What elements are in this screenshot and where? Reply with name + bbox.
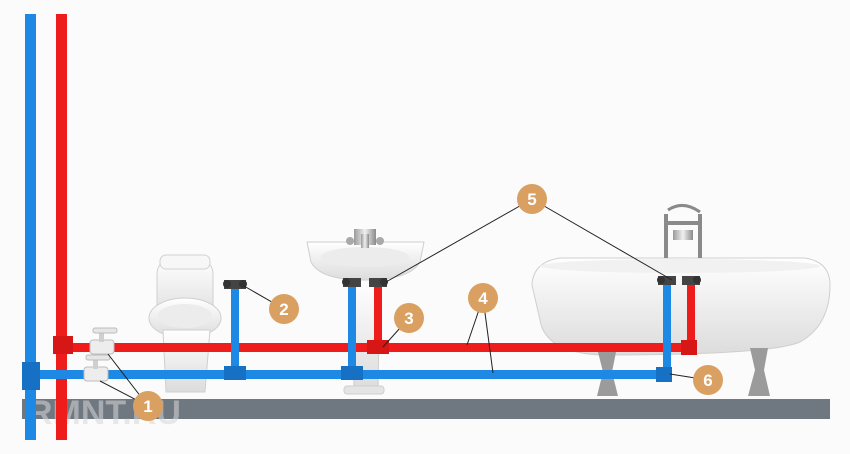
svg-text:4: 4 bbox=[478, 289, 488, 308]
svg-text:1: 1 bbox=[143, 397, 152, 416]
svg-text:5: 5 bbox=[527, 190, 536, 209]
sink-icon bbox=[306, 229, 425, 395]
callout-1: 1 bbox=[133, 391, 163, 421]
cold-tee-fitting bbox=[22, 362, 40, 390]
callout-4: 4 bbox=[468, 283, 498, 313]
cold-riser bbox=[25, 14, 36, 440]
toilet-connector-icon bbox=[223, 280, 247, 289]
bathtub-icon bbox=[531, 204, 831, 396]
hot-corner-fitting bbox=[53, 336, 73, 354]
bath-connectors-icon bbox=[657, 276, 701, 285]
sink-hot-branch bbox=[374, 285, 382, 347]
sink-cold-branch bbox=[348, 285, 356, 375]
valve-icon bbox=[89, 327, 118, 355]
bath-cold-elbow bbox=[656, 367, 672, 382]
floor-slab bbox=[22, 399, 830, 419]
valve-icon-cold bbox=[83, 354, 111, 382]
svg-text:3: 3 bbox=[404, 309, 413, 328]
svg-text:2: 2 bbox=[279, 300, 288, 319]
toilet-tee bbox=[224, 366, 246, 380]
svg-text:6: 6 bbox=[703, 371, 712, 390]
callout-5: 5 bbox=[517, 184, 547, 214]
sink-hot-tee bbox=[367, 340, 389, 354]
bath-mixer-icon bbox=[664, 204, 702, 258]
callout-2: 2 bbox=[269, 294, 299, 324]
callout-3: 3 bbox=[394, 303, 424, 333]
callout-6: 6 bbox=[693, 365, 723, 395]
sink-connectors-icon bbox=[342, 278, 388, 287]
bath-hot-branch bbox=[687, 284, 695, 350]
toilet-cold-branch bbox=[231, 288, 239, 374]
hot-riser bbox=[56, 14, 67, 440]
sink-cold-tee bbox=[341, 366, 363, 380]
bath-hot-elbow bbox=[681, 340, 697, 355]
bathtub-feet bbox=[597, 348, 770, 396]
bath-cold-branch bbox=[663, 284, 671, 376]
